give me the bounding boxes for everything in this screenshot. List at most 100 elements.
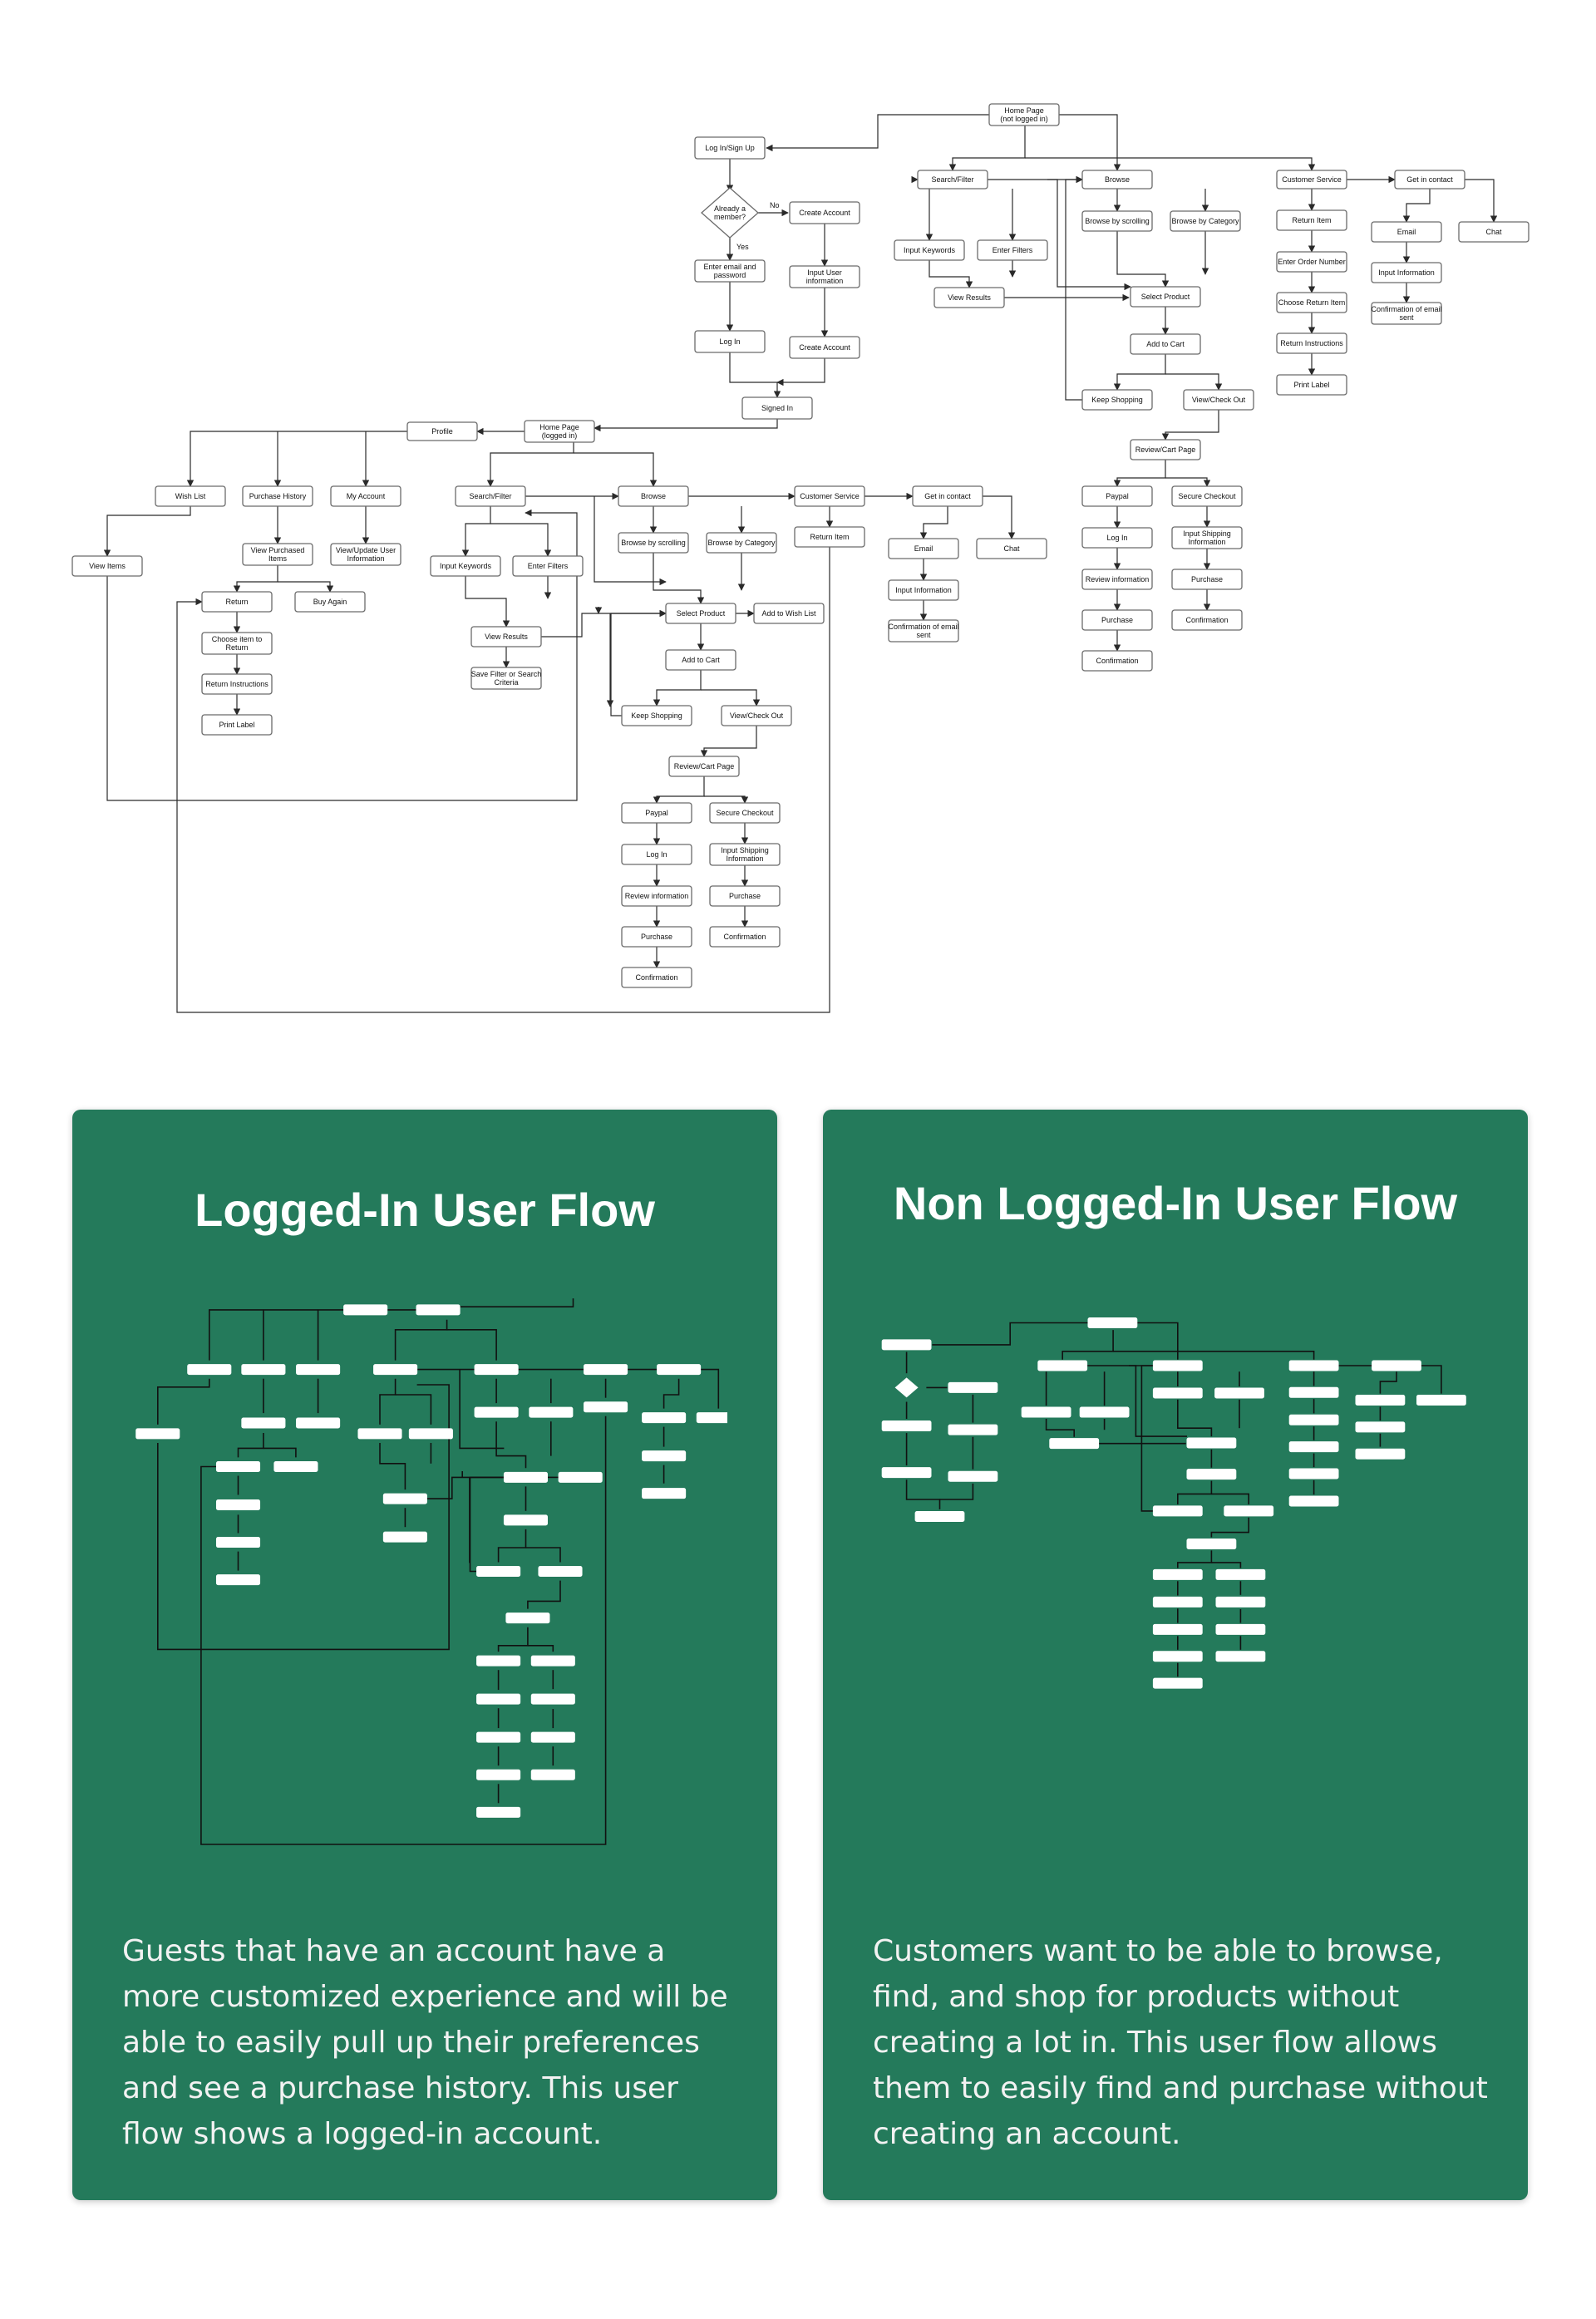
mini-connector [1211, 1562, 1242, 1568]
mini-node [529, 1406, 574, 1418]
node-label: View Results [948, 293, 991, 302]
mini-connector [459, 1369, 505, 1450]
flow-node-a-results: View Results [933, 287, 1005, 308]
mini-connector [1379, 1371, 1397, 1394]
mini-node [538, 1566, 583, 1578]
flow-node-b-contact: Get in contact [912, 485, 983, 507]
flow-node-b-return: Return [201, 591, 273, 613]
node-label: Log In [646, 850, 667, 859]
flow-node-b-sconfirm: Confirmation [709, 926, 781, 948]
flow-connector [1116, 231, 1170, 288]
node-box [330, 543, 401, 566]
flow-node-a-chat: Chat [1458, 221, 1530, 243]
node-label: Chat [1485, 228, 1502, 236]
mini-connector [1129, 1365, 1187, 1437]
flow-connector [610, 609, 667, 716]
mini-connector [1140, 1365, 1154, 1512]
mini-node [696, 1412, 727, 1424]
node-box [1394, 170, 1465, 190]
node-box [1276, 170, 1347, 190]
node-label: Profile [431, 427, 453, 436]
node-label: Input Information [895, 586, 952, 594]
mini-node [1021, 1406, 1071, 1418]
mini-connector [932, 1322, 1088, 1346]
flow-node-a-reviewinfo: Review information [1081, 569, 1153, 590]
node-box [201, 591, 273, 613]
node-label: Input Keywords [904, 246, 956, 254]
flow-node-a-browse: Browse [1081, 170, 1153, 190]
node-label: Return [225, 598, 248, 606]
mini-node [382, 1493, 427, 1504]
mini-node [1152, 1677, 1203, 1689]
mini-node [1087, 1317, 1138, 1328]
mini-connector [379, 1443, 406, 1490]
no-branch-label: No [770, 201, 780, 209]
flow-node-a-chooseret: Choose Return Item [1276, 292, 1347, 313]
node-label: View/Check Out [730, 711, 784, 720]
flow-node-a-paypal: Paypal [1081, 485, 1153, 507]
mini-connector [1210, 1517, 1249, 1538]
logged-in-flow-title: Logged-In User Flow [195, 1184, 655, 1236]
flow-node-a-search: Search/Filter [917, 170, 988, 190]
flow-connector [1113, 460, 1166, 487]
node-label: Confirmation [635, 973, 677, 982]
flow-node-b-retinst: Return Instructions [201, 673, 273, 695]
flow-node-a-home: Home Page(not logged in) [988, 103, 1060, 126]
flow-node-b-browse: Browse [618, 485, 689, 507]
mini-node [584, 1364, 628, 1376]
mini-node [503, 1471, 549, 1483]
mini-node [1215, 1596, 1266, 1608]
flow-node-b-plog: Log In [621, 844, 692, 865]
node-label: Create Account [799, 343, 850, 352]
mini-node [1288, 1468, 1339, 1480]
mini-node [476, 1693, 521, 1705]
node-label: Enter Order Number [1278, 258, 1346, 266]
flow-node-a-cs: Customer Service [1276, 170, 1347, 190]
node-label: Purchase [1101, 616, 1133, 624]
node-label: Search/Filter [469, 492, 511, 500]
mini-connector [1211, 1493, 1249, 1504]
node-label: Get in contact [1406, 175, 1453, 184]
node-label: Print Label [219, 721, 254, 729]
flow-node-b-paypal: Paypal [621, 802, 692, 824]
flow-connector [1047, 179, 1131, 291]
mini-node [476, 1806, 521, 1818]
node-label: My Account [347, 492, 386, 500]
flow-node-a-inputinfo: Input Information [1371, 262, 1442, 283]
mini-connector [905, 1480, 941, 1509]
node-box [933, 287, 1005, 308]
mini-node [373, 1364, 418, 1376]
flow-connector [653, 553, 705, 604]
node-box [1130, 286, 1201, 308]
flow-node-a-pconfirm: Confirmation [1081, 650, 1153, 672]
flow-node-a-signed: Signed In [741, 396, 813, 420]
mini-node [530, 1731, 575, 1743]
mini-node [273, 1460, 318, 1472]
mini-node [1288, 1414, 1339, 1425]
node-box [621, 844, 692, 865]
logged-in-flow-thumbnail [135, 1298, 727, 1845]
node-box [1276, 251, 1347, 273]
node-label: Paypal [1106, 492, 1129, 500]
node-box [1371, 262, 1442, 283]
node-label: Confirmation [1096, 657, 1138, 665]
flow-connector [574, 452, 658, 487]
node-label: Browse by scrolling [621, 539, 686, 547]
mini-node [474, 1406, 519, 1418]
flow-node-b-filters: Enter Filters [512, 555, 584, 577]
node-label: Log In [719, 337, 740, 346]
mini-node [642, 1488, 687, 1499]
flow-node-b-scroll: Browse by scrolling [618, 532, 689, 554]
node-label: View Items [89, 562, 126, 570]
flow-connector [1113, 354, 1166, 391]
mini-node [215, 1537, 261, 1548]
mini-connector [379, 1378, 397, 1425]
mini-connector [395, 1394, 432, 1425]
flow-node-b-viewitems: View Items [71, 555, 143, 577]
flow-node-b-review: Review/Cart Page [668, 756, 740, 777]
flow-node-a-login: Log In/Sign Up [694, 136, 766, 160]
